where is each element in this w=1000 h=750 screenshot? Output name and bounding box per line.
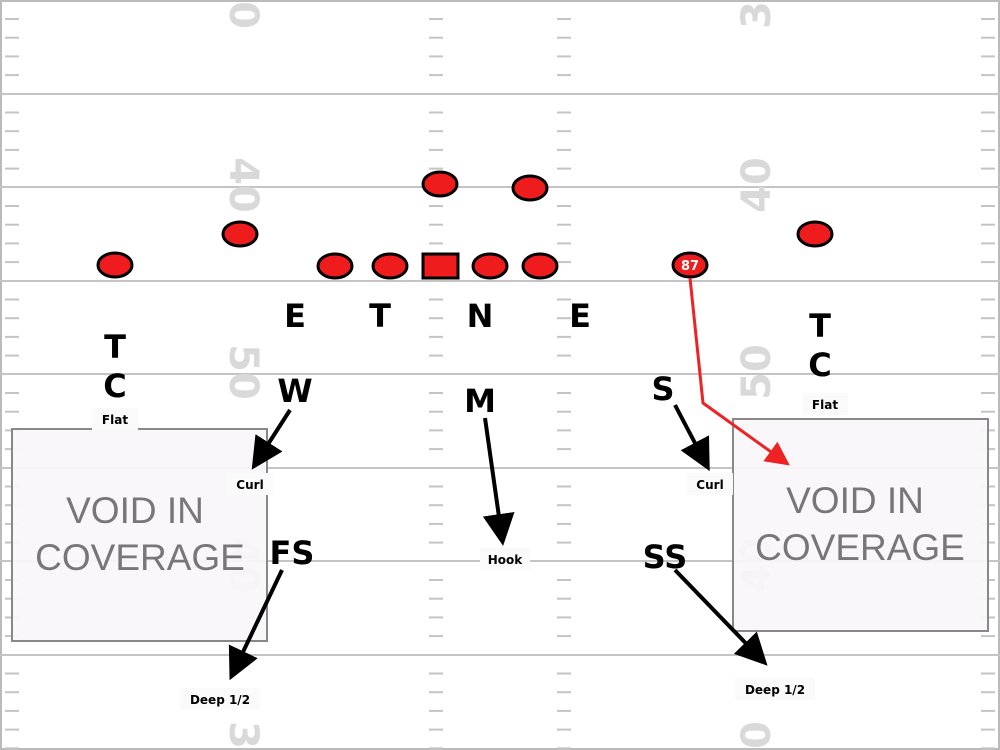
mike-linebacker[interactable]: M bbox=[464, 382, 496, 420]
corners: T C T C bbox=[103, 307, 831, 405]
linebackers: W M S bbox=[277, 370, 674, 420]
will-drop-arrow bbox=[251, 408, 292, 470]
yard-number: 40 bbox=[220, 157, 266, 213]
receiver-number: 87 bbox=[681, 259, 699, 274]
running-back[interactable] bbox=[511, 174, 549, 202]
drop-arrows bbox=[228, 404, 768, 681]
yard-number: 3 bbox=[734, 1, 780, 29]
hash-marks bbox=[5, 18, 995, 750]
yard-number: 0 bbox=[734, 721, 780, 749]
zone-labels: Flat Flat Curl Curl Hook Deep 1/2 Deep 1… bbox=[92, 393, 848, 710]
receiver-87[interactable] bbox=[671, 251, 709, 279]
yard-number: 40 bbox=[734, 157, 780, 213]
yard-number: 0 bbox=[220, 1, 266, 29]
corner-technique-mark: T bbox=[809, 307, 831, 345]
mike-drop-arrow bbox=[482, 417, 515, 546]
void-label-line2: COVERAGE bbox=[35, 537, 245, 578]
corner-technique-mark: T bbox=[104, 328, 126, 366]
void-zone-left: VOID IN COVERAGE bbox=[11, 428, 268, 642]
quarterback[interactable] bbox=[421, 170, 459, 198]
yard-number: 50 bbox=[220, 344, 266, 400]
defender-end[interactable]: E bbox=[284, 297, 306, 335]
yard-number: 3 bbox=[220, 721, 266, 749]
sam-linebacker[interactable]: S bbox=[651, 370, 674, 408]
defensive-line: E T N E bbox=[284, 297, 591, 335]
strong-safety[interactable]: SS bbox=[643, 538, 688, 576]
zone-label-deep-half: Deep 1/2 bbox=[745, 683, 805, 697]
defender-tackle[interactable]: T bbox=[369, 297, 391, 335]
defender-nose[interactable]: N bbox=[467, 297, 494, 335]
fs-drop-arrow bbox=[228, 569, 284, 681]
ss-drop-arrow bbox=[673, 568, 768, 666]
safeties: FS SS bbox=[270, 534, 688, 576]
offense bbox=[96, 170, 834, 280]
offensive-player[interactable] bbox=[316, 252, 354, 280]
offensive-player[interactable] bbox=[96, 251, 134, 279]
zone-label-flat: Flat bbox=[812, 398, 838, 412]
free-safety[interactable]: FS bbox=[270, 534, 315, 572]
zone-label-deep-half: Deep 1/2 bbox=[190, 693, 250, 707]
zone-label-curl: Curl bbox=[236, 478, 263, 492]
void-label-line2: COVERAGE bbox=[755, 527, 965, 568]
offensive-player[interactable] bbox=[221, 220, 259, 248]
zone-label-curl: Curl bbox=[696, 478, 723, 492]
offensive-player[interactable] bbox=[796, 220, 834, 248]
sam-drop-arrow bbox=[673, 404, 710, 472]
corner-left[interactable]: C bbox=[103, 367, 126, 405]
defender-end[interactable]: E bbox=[569, 297, 591, 335]
will-linebacker[interactable]: W bbox=[277, 372, 312, 410]
zone-label-flat: Flat bbox=[102, 413, 128, 427]
void-label-line1: VOID IN bbox=[786, 480, 924, 521]
zone-label-hook: Hook bbox=[488, 553, 524, 567]
corner-right[interactable]: C bbox=[808, 346, 831, 384]
offensive-player[interactable] bbox=[371, 252, 409, 280]
offensive-player[interactable] bbox=[471, 252, 509, 280]
void-label-line1: VOID IN bbox=[66, 490, 204, 531]
receiver-route bbox=[688, 277, 790, 466]
offensive-player[interactable] bbox=[521, 252, 559, 280]
yard-number: 50 bbox=[734, 344, 780, 400]
center-player[interactable] bbox=[421, 252, 460, 280]
